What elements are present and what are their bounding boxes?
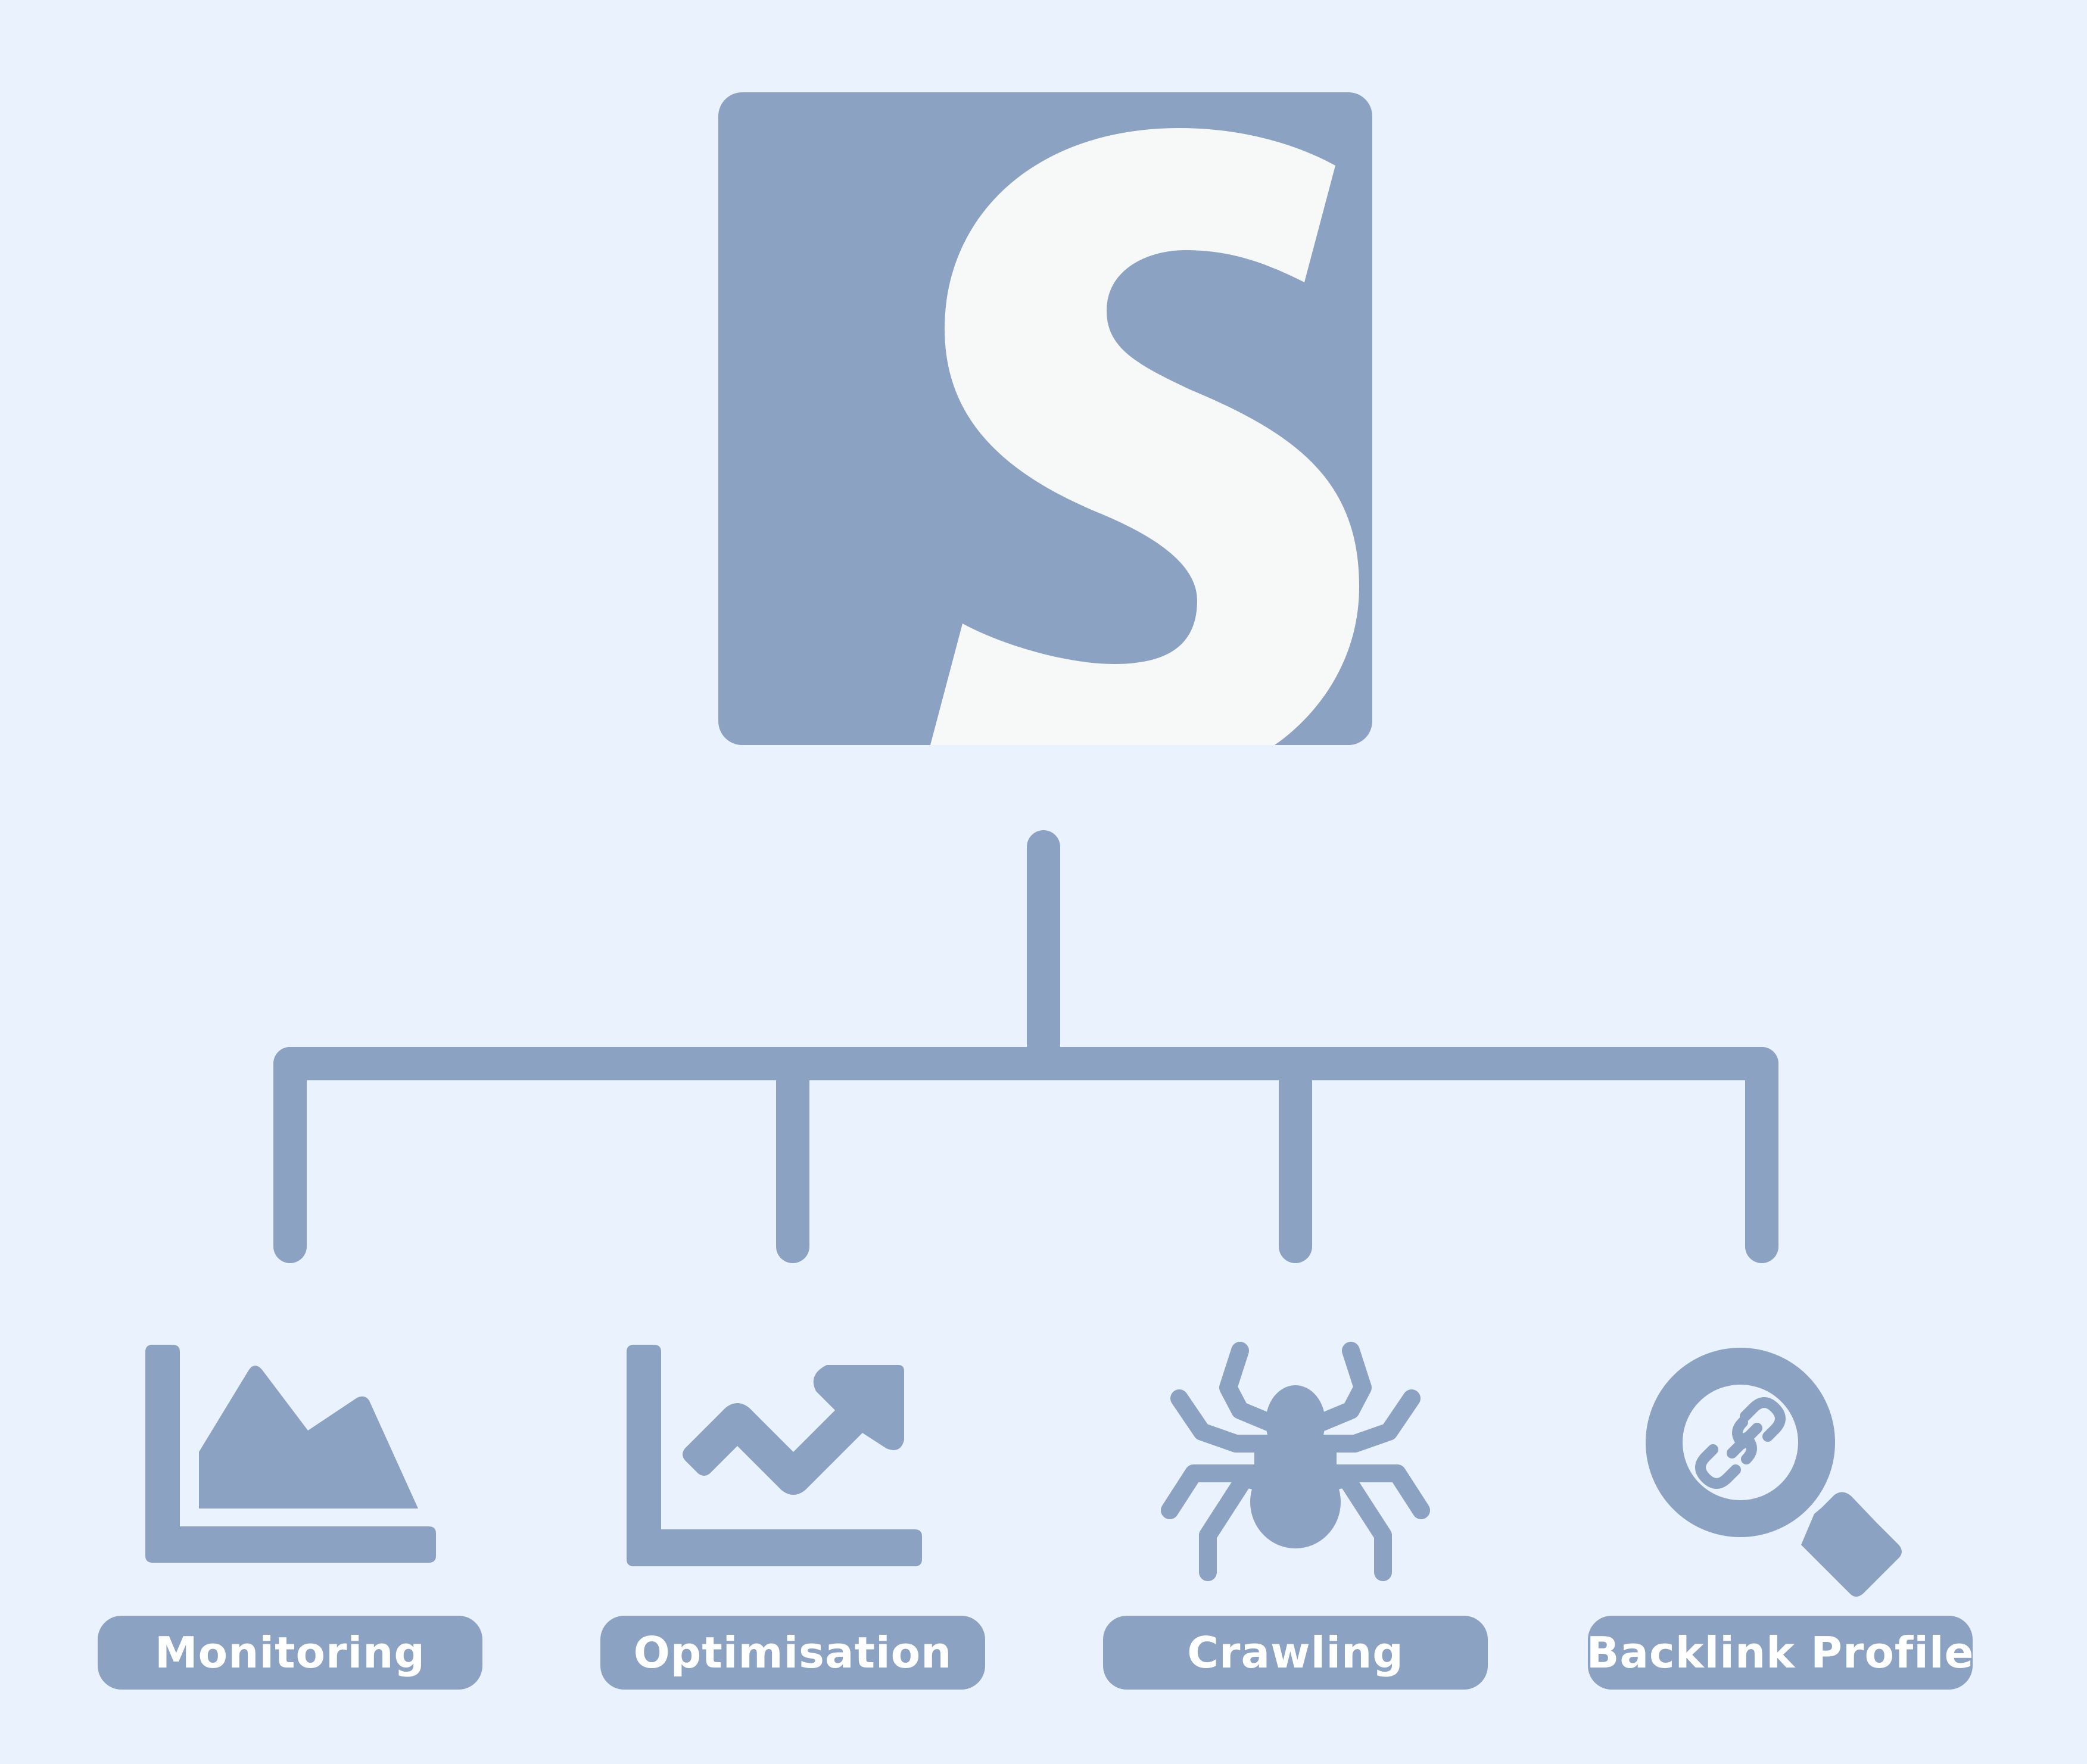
connector-tree bbox=[273, 830, 1778, 1263]
branch-label-backlink-profile: Backlink Profile bbox=[1586, 1616, 1974, 1690]
logo-letter-s bbox=[930, 128, 1359, 745]
branch-label-monitoring: Monitoring bbox=[98, 1616, 482, 1690]
branch-label-optimisation: Optimisation bbox=[600, 1616, 985, 1690]
branch-label-text: Backlink Profile bbox=[1586, 1628, 1974, 1678]
branch-label-crawling: Crawling bbox=[1103, 1616, 1488, 1690]
logo bbox=[718, 92, 1372, 745]
area-chart-icon bbox=[145, 1345, 436, 1563]
link-search-icon bbox=[1646, 1348, 1902, 1597]
branch-label-text: Monitoring bbox=[155, 1628, 425, 1678]
trend-up-chart-icon bbox=[627, 1345, 922, 1566]
spider-icon bbox=[1161, 1342, 1430, 1581]
branch-label-text: Optimisation bbox=[633, 1628, 952, 1678]
branch-label-text: Crawling bbox=[1187, 1628, 1404, 1678]
